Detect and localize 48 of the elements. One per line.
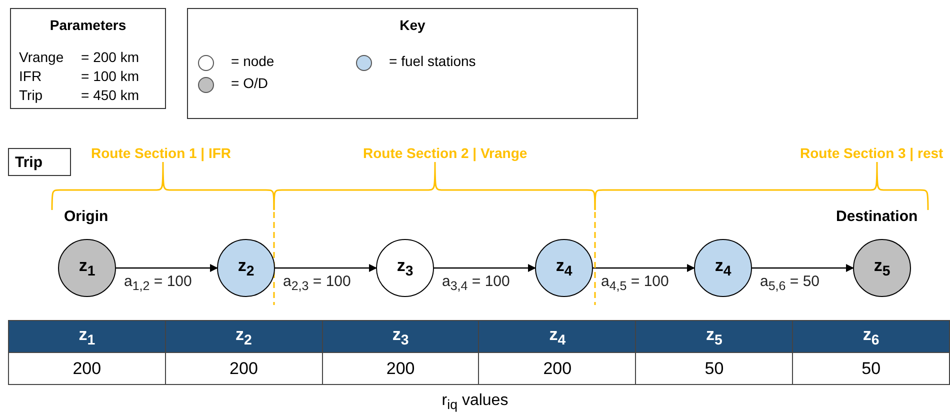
- panel-heading: Parameters: [48, 17, 128, 33]
- parameter-value: = 450 km: [81, 87, 139, 103]
- parameter-name: Trip: [19, 87, 43, 103]
- arrow: [116, 264, 218, 272]
- edge-label: a$_{4,5}$ = 100: [601, 273, 669, 293]
- table-caption: r$_{iq}$ values: [440, 392, 510, 412]
- arrow: [434, 264, 536, 272]
- parameters-panel: [10, 8, 166, 109]
- section-label: Route Section 2 | Vrange: [363, 145, 528, 161]
- table-cell: 200: [165, 352, 322, 384]
- key-panel: [187, 8, 638, 119]
- edge-label: a$_{1,2}$ = 100: [124, 273, 192, 293]
- table-cell: 200: [8, 352, 166, 384]
- node-circle: z$_{4}$: [694, 239, 752, 297]
- node-circle: z$_{1}$: [58, 239, 116, 297]
- node-circle: z$_{2}$: [217, 239, 275, 297]
- arrow: [752, 264, 854, 272]
- legend-text: = O/D: [231, 75, 268, 91]
- table-header-cell: z$_{5}$: [636, 320, 793, 352]
- parameter-value: = 200 km: [81, 49, 139, 65]
- edge-label: a$_{5,6}$ = 50: [760, 273, 820, 293]
- table-header-cell: z$_{4}$: [478, 320, 636, 352]
- node-caption: Origin: [64, 208, 108, 225]
- parameter-name: Vrange: [19, 49, 64, 65]
- trip-label-box: Trip: [8, 148, 71, 176]
- arrow: [275, 264, 377, 272]
- table-cell: 50: [792, 352, 950, 384]
- parameter-name: IFR: [19, 68, 42, 84]
- table-header-cell: z$_{2}$: [165, 320, 322, 352]
- table-header-cell: z$_{6}$: [792, 320, 950, 352]
- edge-label: a$_{3,4}$ = 100: [442, 273, 510, 293]
- section-label: Route Section 1 | IFR: [91, 145, 232, 161]
- table-cell: 200: [478, 352, 636, 384]
- legend-text: = node: [231, 53, 274, 69]
- node-circle: z$_{4}$: [535, 239, 593, 297]
- arrow: [593, 264, 695, 272]
- table-header-cell: z$_{1}$: [8, 320, 166, 352]
- panel-heading: Key: [398, 17, 426, 33]
- table-cell: 50: [636, 352, 793, 384]
- legend-text: = fuel stations: [389, 53, 476, 69]
- node-circle: z$_{3}$: [376, 239, 434, 297]
- parameter-value: = 100 km: [81, 68, 139, 84]
- edge-label: a$_{2,3}$ = 100: [283, 273, 351, 293]
- table-cell: 200: [322, 352, 479, 384]
- section-label: Route Section 3 | rest: [800, 145, 944, 161]
- table-header-cell: z$_{3}$: [322, 320, 479, 352]
- node-caption: Destination: [836, 208, 918, 225]
- node-circle: z$_{5}$: [853, 239, 911, 297]
